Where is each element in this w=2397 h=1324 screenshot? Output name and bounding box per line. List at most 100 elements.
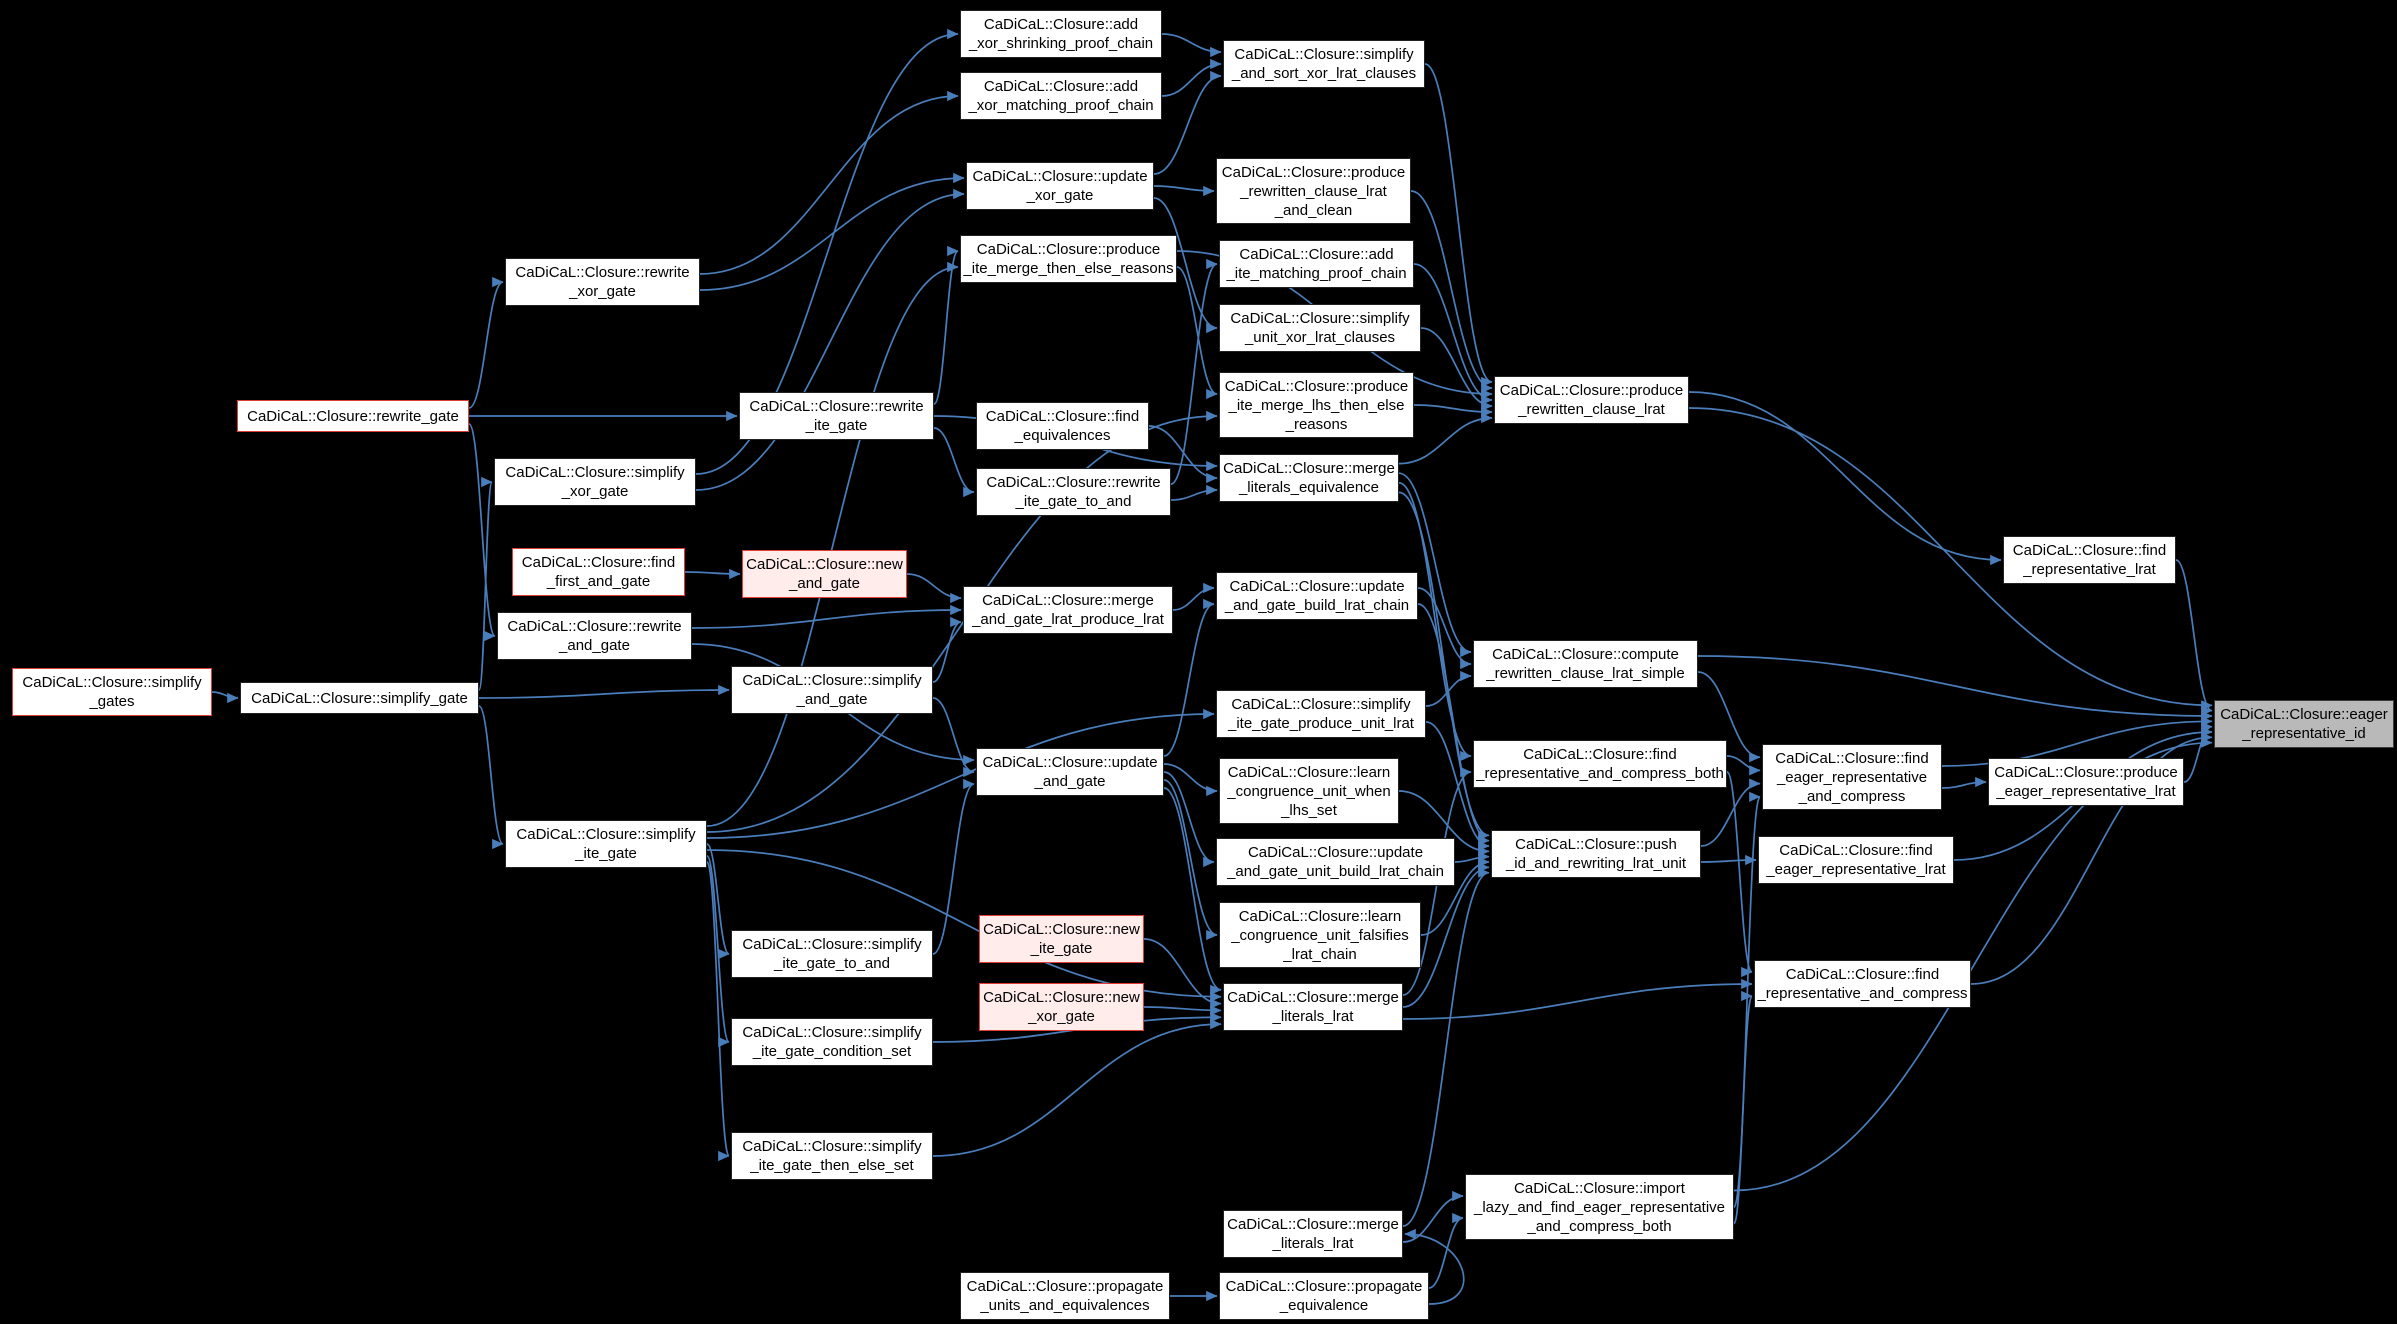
call-edge-rewrite_gate--rewrite_xor_gate xyxy=(468,276,504,409)
graph-node-simplify_ite_gate_condition_set[interactable]: CaDiCaL::Closure::simplify _ite_gate_con… xyxy=(731,1018,933,1066)
call-edge-new_xor_gate--merge_literals_lrat_top xyxy=(1143,1005,1222,1016)
call-edge-find_representative_lrat--eager_representative_id xyxy=(2175,559,2213,716)
graph-node-learn_congruence_unit_falsifies_lrat_chain[interactable]: CaDiCaL::Closure::learn _congruence_unit… xyxy=(1219,902,1421,968)
call-edge-simplify_gate--simplify_and_gate xyxy=(478,684,730,699)
call-edge-update_xor_gate--produce_rewritten_clause_lrat_and_clean xyxy=(1153,185,1215,197)
graph-node-rewrite_xor_gate[interactable]: CaDiCaL::Closure::rewrite _xor_gate xyxy=(505,258,700,306)
call-edge-simplify_ite_gate--simplify_ite_gate_condition_set xyxy=(706,855,730,1047)
graph-node-merge_literals_lrat_top[interactable]: CaDiCaL::Closure::merge _literals_lrat xyxy=(1223,983,1403,1031)
graph-node-merge_literals_equivalence[interactable]: CaDiCaL::Closure::merge _literals_equiva… xyxy=(1219,454,1399,502)
call-edge-update_xor_gate--simplify_and_sort_xor_lrat_clauses xyxy=(1153,70,1222,175)
call-edge-simplify_ite_gate--produce_ite_merge_then_else_reasons xyxy=(706,261,959,827)
graph-node-simplify_gates[interactable]: CaDiCaL::Closure::simplify _gates xyxy=(12,668,212,716)
graph-node-simplify_ite_gate[interactable]: CaDiCaL::Closure::simplify _ite_gate xyxy=(505,820,707,868)
graph-node-simplify_unit_xor_lrat_clauses[interactable]: CaDiCaL::Closure::simplify _unit_xor_lra… xyxy=(1219,304,1421,352)
graph-node-rewrite_ite_gate_to_and[interactable]: CaDiCaL::Closure::rewrite _ite_gate_to_a… xyxy=(976,468,1171,516)
call-edge-update_and_gate--learn_congruence_unit_when_lhs_set xyxy=(1163,763,1218,797)
graph-node-find_representative_and_compress[interactable]: CaDiCaL::Closure::find _representative_a… xyxy=(1754,960,1971,1008)
call-edge-update_and_gate--update_and_gate_build_lrat_chain xyxy=(1163,598,1215,757)
graph-node-simplify_ite_gate_produce_unit_lrat[interactable]: CaDiCaL::Closure::simplify _ite_gate_pro… xyxy=(1216,690,1426,738)
call-edge-push_id_and_rewriting_lrat_unit--find_eager_representative_and_compress xyxy=(1700,778,1761,847)
call-edge-learn_congruence_unit_when_lhs_set--push_id_and_rewriting_lrat_unit xyxy=(1398,790,1490,857)
call-edge-add_xor_matching_proof_chain--simplify_and_sort_xor_lrat_clauses xyxy=(1161,58,1222,97)
graph-node-rewrite_gate[interactable]: CaDiCaL::Closure::rewrite_gate xyxy=(237,400,469,432)
call-edge-simplify_and_gate--update_and_gate xyxy=(932,697,975,778)
call-edge-produce_rewritten_clause_lrat_and_clean--produce_rewritten_clause_lrat xyxy=(1410,190,1493,394)
graph-node-update_and_gate[interactable]: CaDiCaL::Closure::update _and_gate xyxy=(976,748,1164,796)
call-edge-merge_literals_equivalence--produce_rewritten_clause_lrat xyxy=(1398,412,1493,465)
call-edge-simplify_ite_gate_then_else_set--merge_literals_lrat_top xyxy=(932,1019,1222,1157)
graph-node-compute_rewritten_clause_lrat_simple[interactable]: CaDiCaL::Closure::compute _rewritten_cla… xyxy=(1473,640,1698,688)
call-edge-update_xor_gate--simplify_unit_xor_lrat_clauses xyxy=(1153,197,1218,334)
graph-node-new_xor_gate[interactable]: CaDiCaL::Closure::new _xor_gate xyxy=(979,983,1144,1031)
call-edge-simplify_ite_gate--simplify_ite_gate_produce_unit_lrat xyxy=(706,708,1215,839)
graph-node-produce_ite_merge_lhs_then_else_reasons[interactable]: CaDiCaL::Closure::produce _ite_merge_lhs… xyxy=(1219,372,1414,438)
graph-node-simplify_and_sort_xor_lrat_clauses[interactable]: CaDiCaL::Closure::simplify _and_sort_xor… xyxy=(1223,40,1425,88)
call-edge-produce_rewritten_clause_lrat--eager_representative_id xyxy=(1688,407,2213,711)
graph-node-merge_and_gate_lrat_produce_lrat[interactable]: CaDiCaL::Closure::merge _and_gate_lrat_p… xyxy=(963,586,1173,634)
call-edge-simplify_gates--simplify_gate xyxy=(211,691,239,704)
graph-node-find_first_and_gate[interactable]: CaDiCaL::Closure::find _first_and_gate xyxy=(512,548,685,596)
call-edge-produce_ite_merge_lhs_then_else_reasons--produce_rewritten_clause_lrat xyxy=(1413,404,1493,418)
graph-node-find_eager_representative_and_compress[interactable]: CaDiCaL::Closure::find _eager_representa… xyxy=(1762,744,1942,810)
graph-node-rewrite_and_gate[interactable]: CaDiCaL::Closure::rewrite _and_gate xyxy=(497,612,692,660)
call-edge-update_and_gate_unit_build_lrat_chain--push_id_and_rewriting_lrat_unit xyxy=(1454,851,1490,863)
graph-node-produce_rewritten_clause_lrat[interactable]: CaDiCaL::Closure::produce _rewritten_cla… xyxy=(1494,376,1689,424)
graph-node-produce_rewritten_clause_lrat_and_clean[interactable]: CaDiCaL::Closure::produce _rewritten_cla… xyxy=(1216,158,1411,224)
call-edge-rewrite_ite_gate_to_and--merge_literals_equivalence xyxy=(1170,484,1218,501)
graph-node-update_xor_gate[interactable]: CaDiCaL::Closure::update _xor_gate xyxy=(966,162,1154,210)
call-edge-find_representative_and_compress_both--find_representative_and_compress xyxy=(1726,771,1753,977)
call-edge-merge_literals_equivalence--push_id_and_rewriting_lrat_unit xyxy=(1398,491,1490,841)
call-edge-find_representative_and_compress--eager_representative_id xyxy=(1970,732,2213,985)
graph-node-add_ite_matching_proof_chain[interactable]: CaDiCaL::Closure::add _ite_matching_proo… xyxy=(1219,240,1414,288)
graph-node-add_xor_shrinking_proof_chain[interactable]: CaDiCaL::Closure::add _xor_shrinking_pro… xyxy=(960,10,1162,58)
graph-node-propagate_equivalence[interactable]: CaDiCaL::Closure::propagate _equivalence xyxy=(1219,1272,1429,1320)
call-edge-merge_literals_lrat_bottom--push_id_and_rewriting_lrat_unit xyxy=(1402,867,1490,1227)
graph-node-add_xor_matching_proof_chain[interactable]: CaDiCaL::Closure::add _xor_matching_proo… xyxy=(960,72,1162,120)
graph-node-propagate_units_and_equivalences[interactable]: CaDiCaL::Closure::propagate _units_and_e… xyxy=(960,1272,1170,1320)
graph-node-push_id_and_rewriting_lrat_unit[interactable]: CaDiCaL::Closure::push _id_and_rewriting… xyxy=(1491,830,1701,878)
call-edge-find_representative_and_compress_both--find_eager_representative_and_compress xyxy=(1726,755,1761,776)
call-edge-compute_rewritten_clause_lrat_simple--find_eager_representative_and_compress xyxy=(1697,671,1761,763)
graph-node-find_representative_lrat[interactable]: CaDiCaL::Closure::find _representative_l… xyxy=(2003,536,2176,584)
call-edge-rewrite_gate--rewrite_and_gate xyxy=(468,423,496,641)
call-edge-simplify_and_gate--merge_and_gate_lrat_produce_lrat xyxy=(932,616,962,683)
call-edge-rewrite_xor_gate--update_xor_gate xyxy=(699,172,965,291)
call-edge-merge_literals_lrat_bottom--import_lazy_and_find_eager_representative_and_compress_both xyxy=(1402,1190,1464,1243)
graph-node-learn_congruence_unit_when_lhs_set[interactable]: CaDiCaL::Closure::learn _congruence_unit… xyxy=(1219,758,1399,824)
graph-node-find_eager_representative_lrat[interactable]: CaDiCaL::Closure::find _eager_representa… xyxy=(1758,836,1954,884)
call-edge-rewrite_ite_gate--produce_ite_merge_then_else_reasons xyxy=(933,246,959,405)
graph-node-find_representative_and_compress_both[interactable]: CaDiCaL::Closure::find _representative_a… xyxy=(1473,740,1727,788)
graph-node-import_lazy_and_find_eager_representative_and_compress_both[interactable]: CaDiCaL::Closure::import _lazy_and_find_… xyxy=(1465,1174,1734,1240)
call-edge-merge_literals_equivalence--find_representative_and_compress_both xyxy=(1398,481,1472,762)
graph-node-find_equivalences[interactable]: CaDiCaL::Closure::find _equivalences xyxy=(976,402,1149,450)
graph-node-eager_representative_id[interactable]: CaDiCaL::Closure::eager _representative_… xyxy=(2214,700,2394,748)
graph-node-simplify_and_gate[interactable]: CaDiCaL::Closure::simplify _and_gate xyxy=(731,666,933,714)
graph-node-merge_literals_lrat_bottom[interactable]: CaDiCaL::Closure::merge _literals_lrat xyxy=(1223,1210,1403,1258)
call-edge-propagate_equivalence--import_lazy_and_find_eager_representative_and_compress_both xyxy=(1428,1212,1464,1289)
graph-node-simplify_gate[interactable]: CaDiCaL::Closure::simplify_gate xyxy=(240,682,479,714)
call-edge-simplify_unit_xor_lrat_clauses--produce_rewritten_clause_lrat xyxy=(1420,327,1493,412)
call-edge-simplify_ite_gate_produce_unit_lrat--push_id_and_rewriting_lrat_unit xyxy=(1425,721,1490,852)
graph-node-produce_eager_representative_lrat[interactable]: CaDiCaL::Closure::produce _eager_represe… xyxy=(1988,758,2184,806)
call-edge-produce_ite_merge_then_else_reasons--produce_ite_merge_lhs_then_else_reasons xyxy=(1176,266,1218,400)
graph-node-update_and_gate_build_lrat_chain[interactable]: CaDiCaL::Closure::update _and_gate_build… xyxy=(1216,572,1418,620)
graph-node-update_and_gate_unit_build_lrat_chain[interactable]: CaDiCaL::Closure::update _and_gate_unit_… xyxy=(1216,838,1455,886)
call-edge-import_lazy_and_find_eager_representative_and_compress_both--find_representative_and_compress xyxy=(1733,991,1753,1225)
graph-node-new_ite_gate[interactable]: CaDiCaL::Closure::new _ite_gate xyxy=(979,915,1144,963)
call-edge-find_eager_representative_and_compress--eager_representative_id xyxy=(1941,716,2213,767)
call-edge-find_eager_representative_and_compress--produce_eager_representative_lrat xyxy=(1941,776,1987,789)
graph-node-new_and_gate[interactable]: CaDiCaL::Closure::new _and_gate xyxy=(742,550,907,598)
graph-node-simplify_xor_gate[interactable]: CaDiCaL::Closure::simplify _xor_gate xyxy=(494,458,696,506)
call-edge-merge_literals_equivalence--compute_rewritten_clause_lrat_simple xyxy=(1398,472,1472,658)
graph-node-simplify_ite_gate_then_else_set[interactable]: CaDiCaL::Closure::simplify _ite_gate_the… xyxy=(731,1132,933,1180)
call-edge-update_and_gate--learn_congruence_unit_falsifies_lrat_chain xyxy=(1163,779,1218,941)
graph-node-rewrite_ite_gate[interactable]: CaDiCaL::Closure::rewrite _ite_gate xyxy=(739,392,934,440)
graph-node-produce_ite_merge_then_else_reasons[interactable]: CaDiCaL::Closure::produce _ite_merge_the… xyxy=(960,235,1177,283)
call-edge-rewrite_ite_gate--rewrite_ite_gate_to_and xyxy=(933,427,975,498)
graph-node-simplify_ite_gate_to_and[interactable]: CaDiCaL::Closure::simplify _ite_gate_to_… xyxy=(731,930,933,978)
call-edge-simplify_xor_gate--update_xor_gate xyxy=(695,188,965,491)
call-edge-rewrite_and_gate--merge_and_gate_lrat_produce_lrat xyxy=(691,604,962,629)
